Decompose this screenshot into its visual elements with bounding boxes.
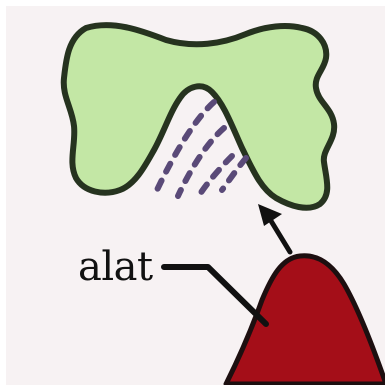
up-left-arrow-icon [258, 204, 290, 252]
arrow-shaft [268, 216, 290, 252]
binding-dot-line-3 [200, 156, 232, 194]
alat-label: alat [78, 244, 153, 290]
tool-shape [226, 256, 386, 384]
label-leader-line [164, 267, 266, 324]
